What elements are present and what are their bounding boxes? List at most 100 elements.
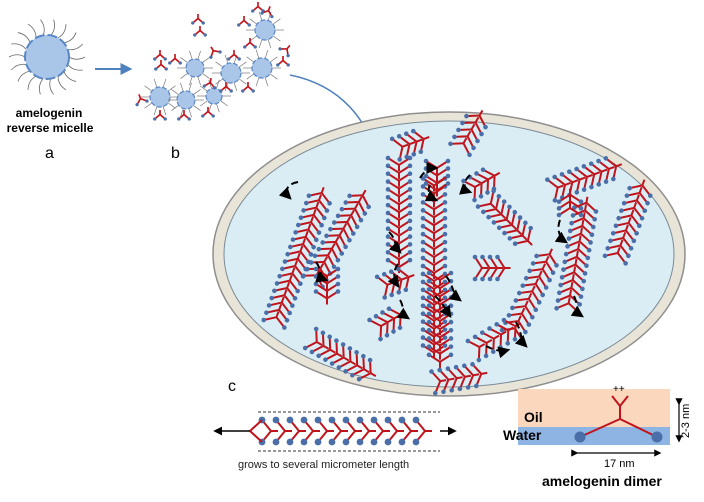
ribbon-bead <box>637 223 642 229</box>
ribbon-bead <box>552 174 557 180</box>
ribbon-bead <box>407 194 413 200</box>
ribbon-chevron <box>509 222 528 241</box>
ribbon-bead <box>452 134 457 140</box>
ribbon-chevron <box>268 296 291 314</box>
ribbon-chevron <box>481 256 496 280</box>
ribbon-bead <box>347 237 352 243</box>
ribbon-bead <box>426 303 432 309</box>
ribbon-chevron <box>284 252 307 270</box>
dimer-bead <box>251 9 255 13</box>
ribbon-bead <box>556 212 562 218</box>
ribbon-bead <box>474 383 479 389</box>
ribbon-bead <box>418 149 424 155</box>
ribbon-bead <box>296 222 301 228</box>
ribbon-chevron <box>558 188 582 203</box>
surfactant-tail <box>10 63 27 71</box>
ribbon-chevron <box>604 247 627 264</box>
ribbon-bead <box>472 334 478 340</box>
ribbon-bead <box>381 271 387 277</box>
ribbon-chevron <box>341 202 362 221</box>
dimer-bead-right <box>651 431 663 443</box>
ribbon-bead <box>261 317 267 323</box>
ribbon-bead <box>426 287 432 292</box>
ribbon-chevron <box>387 157 411 171</box>
ribbon-bead <box>286 416 294 424</box>
ribbon-bead <box>547 277 552 283</box>
ribbon-chevron <box>621 201 643 219</box>
ribbon-chevron <box>610 231 632 249</box>
ribbon-chevron <box>275 419 292 443</box>
ribbon-bead <box>611 176 616 182</box>
ribbon-bead <box>335 274 341 279</box>
ribbon-bead <box>589 232 595 237</box>
ribbon-bead <box>460 120 465 126</box>
ribbon-bead <box>471 145 476 151</box>
ribbon-bead <box>605 246 611 251</box>
dimer-bead <box>260 11 264 15</box>
ribbon-chevron <box>481 331 500 352</box>
ribbon-bead <box>437 367 442 373</box>
ribbon-bead <box>407 179 413 184</box>
growth-arrow <box>445 275 462 302</box>
ribbon-bead <box>385 163 391 169</box>
ribbon-bead <box>442 287 448 293</box>
ribbon-bead <box>634 230 639 236</box>
protein-chevron <box>192 14 204 24</box>
ribbon-bead <box>602 253 608 259</box>
ribbon-bead <box>442 239 448 245</box>
ribbon-bead <box>420 239 426 245</box>
nanoribbon <box>301 189 371 290</box>
ribbon-bead <box>589 184 594 190</box>
ribbon-bead <box>426 270 432 276</box>
amelogenin-dimer <box>153 50 167 61</box>
amelogenin-dimer <box>243 38 257 49</box>
ribbon-bead <box>407 171 413 177</box>
ribbon-bead <box>367 357 373 363</box>
surfactant-tail <box>11 43 27 50</box>
ribbon-bead <box>610 230 616 236</box>
dimer-bead <box>218 50 222 54</box>
ribbon-chevron <box>615 216 638 234</box>
dimer-bead <box>276 63 280 67</box>
ribbon-bead <box>327 200 332 206</box>
surfactant-tail <box>258 11 263 21</box>
ribbon-bead <box>316 353 321 359</box>
ribbon-chevron <box>618 209 641 227</box>
ribbon-chevron <box>425 175 449 189</box>
ribbon-bead <box>420 319 426 324</box>
ribbon-bead <box>272 416 280 424</box>
ribbon-bead <box>567 228 573 234</box>
ribbon-bead <box>442 327 448 332</box>
ribbon-bead <box>565 244 570 249</box>
protein-chevron <box>169 54 181 64</box>
ribbon-chevron <box>558 195 582 210</box>
growth-arrow <box>387 263 400 288</box>
ribbon-chevron <box>526 270 547 289</box>
surfactant-tail <box>68 56 86 60</box>
ribbon-bead <box>420 263 426 269</box>
ribbon-bead <box>290 303 295 308</box>
ribbon-bead <box>321 215 327 221</box>
dimer-bead <box>164 67 168 71</box>
ribbon-bead <box>499 327 505 333</box>
ribbon-bead <box>513 298 519 303</box>
ribbon-chevron <box>358 360 377 381</box>
dimer-bead <box>153 117 157 121</box>
amelogenin-dimer <box>202 77 217 90</box>
ribbon-bead <box>442 208 448 213</box>
surfactant-tail <box>162 78 167 88</box>
ribbon-bead <box>442 319 448 324</box>
ribbon-chevron <box>558 281 582 298</box>
dimer-label: amelogenin dimer <box>542 473 662 489</box>
dimer-bead <box>191 21 195 25</box>
ribbon-bead <box>442 215 448 221</box>
ribbon-bead <box>470 361 475 367</box>
dimer-bead <box>237 57 241 61</box>
ribbon-bead <box>562 259 568 265</box>
ribbon-bead <box>582 271 588 276</box>
ribbon-bead <box>420 200 426 205</box>
ribbon-bead <box>403 131 409 136</box>
protein-chevron <box>154 50 166 60</box>
surfactant-tail <box>202 73 210 79</box>
ribbon-bead <box>491 220 497 225</box>
